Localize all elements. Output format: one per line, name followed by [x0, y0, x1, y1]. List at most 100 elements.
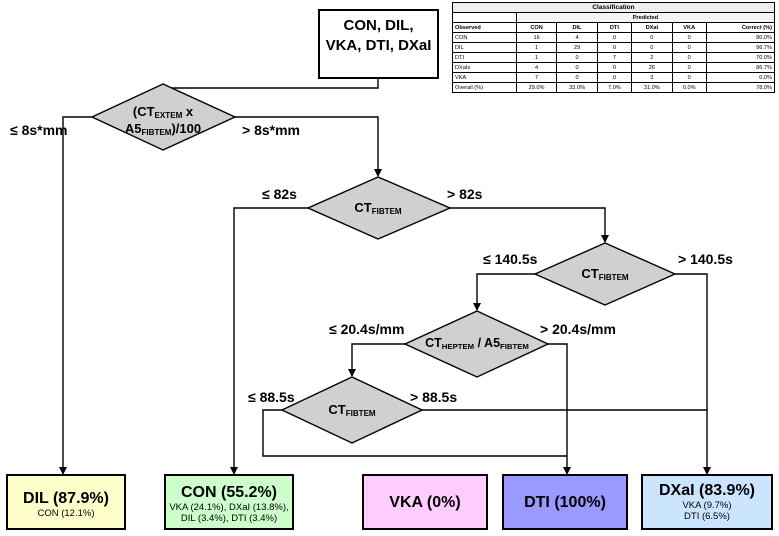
table-cell: 0: [671, 52, 707, 63]
table-cell: 0.0%: [705, 72, 776, 83]
edge-n4-to-n5: [348, 343, 405, 377]
table-row: CON 16 4 0 0 0 80.0%: [452, 32, 776, 43]
table-cell: 86.7%: [705, 62, 776, 73]
outcome-dxai-title: DXaI (83.9%): [658, 482, 756, 499]
table-cell: 0: [671, 72, 707, 83]
outcome-con-line-2: DIL (3.4%), DTI (3.4%): [180, 513, 278, 525]
edge-n5-left: [262, 409, 567, 457]
table-row: DIL 1 29 0 0 0 96.7%: [452, 42, 776, 53]
n5-right-label: > 88.5s: [410, 389, 458, 405]
n3-right-label: > 140.5s: [678, 251, 733, 267]
outcome-con: CON (55.2%) VKA (24.1%), DXaI (13.8%), D…: [164, 474, 294, 530]
table-header-cell: Correct (%): [705, 22, 776, 33]
table-header-row: Observed CON DIL DTI DXaI VKA Correct (%…: [452, 22, 776, 33]
table-header-cell: CON: [515, 22, 558, 33]
n1-right-label: > 8s*mm: [242, 122, 300, 138]
table-cell: CON: [452, 32, 517, 43]
table-cell: 29.0%: [515, 82, 558, 93]
edge-n3-to-dxai: [675, 273, 711, 475]
diamonds: [90, 83, 677, 444]
root-line-2: VKA, DTI, DXaI: [325, 37, 432, 54]
n2-right-label: > 82s: [447, 186, 483, 202]
decision-node-5: [280, 376, 424, 444]
outcome-dxai-line-2: DTI (6.5%): [684, 511, 730, 523]
table-cell: 0: [671, 42, 707, 53]
table-cell: 80.0%: [705, 32, 776, 43]
decision-node-1: [90, 83, 237, 151]
table-header-cell: Observed: [452, 22, 517, 33]
table-cell: 33.0%: [556, 82, 598, 93]
table-predicted-label: Predicted: [515, 12, 776, 23]
n3-text: CTFIBTEM: [581, 266, 629, 282]
table-cell: 4: [515, 62, 558, 73]
n1-left-label: ≤ 8s*mm: [10, 122, 68, 138]
outcome-dil-title: DIL (87.9%): [23, 490, 109, 507]
table-header-cell: DTI: [596, 22, 633, 33]
table-row: DTI 1 0 7 2 0 70.0%: [452, 52, 776, 63]
table-cell: 0: [596, 32, 633, 43]
outcome-vka-title: VKA (0%): [389, 494, 461, 511]
table-cell: 3: [631, 72, 673, 83]
table-cell: 0: [671, 32, 707, 43]
table-cell: 70.0%: [705, 52, 776, 63]
table-cell: 0: [596, 42, 633, 53]
root-box: CON, DIL, VKA, DTI, DXaI: [318, 9, 439, 79]
n2-text: CTFIBTEM: [354, 200, 402, 216]
edge-n3-to-n4: [473, 273, 535, 311]
n4-left-label: ≤ 20.4s/mm: [329, 321, 405, 337]
n3-left-label: ≤ 140.5s: [483, 251, 538, 267]
edge-n2-to-n3: [450, 207, 609, 243]
decision-node-3: [533, 242, 677, 306]
classification-table: Classification Predicted Observed CON DI…: [452, 2, 776, 93]
table-header-cell: VKA: [671, 22, 707, 33]
table-cell: 29: [556, 42, 598, 53]
outcome-dti: DTI (100%): [502, 474, 628, 530]
n4-text: CTHEPTEM / A5FIBTEM: [425, 336, 529, 351]
table-cell: 31.0%: [631, 82, 673, 93]
table-row: VKA 7 0 0 3 0 0.0%: [452, 72, 776, 83]
table-cell: 0: [631, 42, 673, 53]
root-line-1: CON, DIL,: [343, 17, 414, 34]
table-cell: 0: [556, 72, 598, 83]
decision-node-2: [306, 176, 452, 240]
outcome-vka: VKA (0%): [362, 474, 488, 530]
table-cell: 26: [631, 62, 673, 73]
outcome-con-title: CON (55.2%): [180, 484, 278, 501]
outcome-con-line-1: VKA (24.1%), DXaI (13.8%),: [169, 501, 289, 513]
n5-text: CTFIBTEM: [328, 402, 376, 418]
table-cell: 7: [515, 72, 558, 83]
outcome-dti-title: DTI (100%): [524, 494, 606, 511]
edge-n1-to-dil: [59, 116, 92, 475]
table-cell: 4: [556, 32, 598, 43]
decision-node-4: [403, 310, 550, 378]
table-row: DXaIs 4 0 0 26 0 86.7%: [452, 62, 776, 73]
table-cell: 2: [631, 52, 673, 63]
table-corner: [452, 12, 517, 23]
table-cell: 0: [631, 32, 673, 43]
table-cell: VKA: [452, 72, 517, 83]
table-cell: 0: [556, 52, 598, 63]
outcome-dil-line-1: CON (12.1%): [37, 507, 95, 519]
edge-n4-to-dti: [548, 343, 571, 475]
table-cell: 7.0%: [596, 82, 633, 93]
table-header-cell: DXaI: [631, 22, 673, 33]
n5-left-label: ≤ 88.5s: [248, 389, 295, 405]
outcome-dxai-line-1: VKA (9.7%): [682, 499, 732, 511]
table-cell: 96.7%: [705, 42, 776, 53]
edge-n2-to-con: [230, 207, 308, 475]
table-cell: 0: [671, 62, 707, 73]
n4-right-label: > 20.4s/mm: [540, 321, 616, 337]
table-row-overall: Overall (%) 29.0% 33.0% 7.0% 31.0% 0.0% …: [452, 82, 776, 93]
edge-n1-to-n2: [235, 116, 382, 177]
table-cell: 0: [596, 62, 633, 73]
table-cell: DXaIs: [452, 62, 517, 73]
table-cell: 0: [596, 72, 633, 83]
table-cell: DTI: [452, 52, 517, 63]
table-title: Classification: [452, 2, 775, 13]
table-cell: 0.0%: [671, 82, 707, 93]
outcome-dil: DIL (87.9%) CON (12.1%): [6, 474, 126, 530]
n2-left-label: ≤ 82s: [262, 186, 297, 202]
n1-text: (CTEXTEM x A5FIBTEM)/100: [124, 104, 202, 137]
table-cell: Overall (%): [452, 82, 517, 93]
